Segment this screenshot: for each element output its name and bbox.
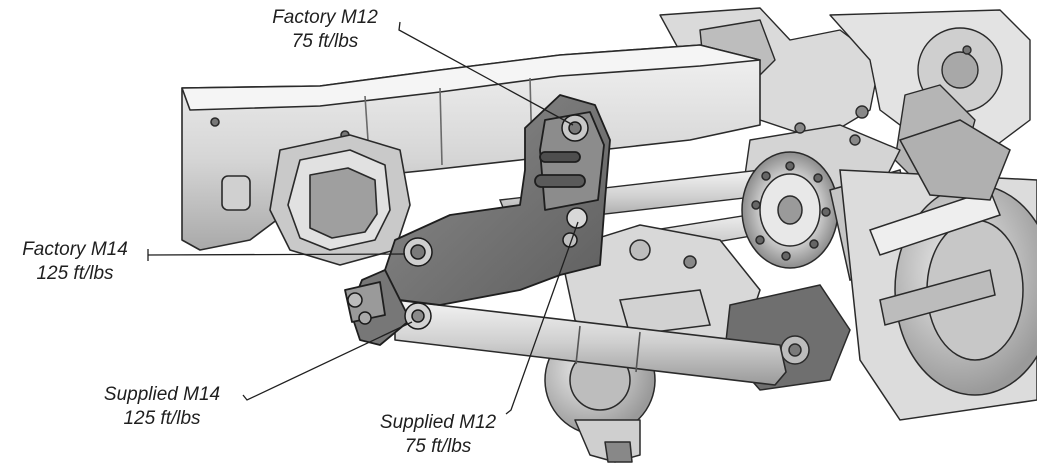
coil-bucket — [269, 134, 411, 266]
lift-bracket — [344, 94, 611, 346]
callout-supplied-m14: Supplied M14 125 ft/lbs — [82, 383, 242, 431]
callout-torque: 125 ft/lbs — [123, 408, 201, 429]
callout-torque: 75 ft/lbs — [404, 436, 472, 457]
leader-supplied-m14 — [242, 321, 413, 401]
frame-rail — [181, 44, 761, 251]
callout-name: Supplied M12 — [379, 412, 497, 433]
hardware — [347, 114, 589, 330]
callout-supplied-m12: Supplied M12 75 ft/lbs — [358, 411, 518, 459]
callout-torque: 125 ft/lbs — [36, 263, 114, 284]
callout-name: Factory M14 — [22, 239, 128, 260]
callout-name: Supplied M14 — [103, 384, 221, 405]
supplied-m12-bolt — [566, 207, 588, 229]
leader-lines — [147, 21, 579, 415]
callout-factory-m12: Factory M12 75 ft/lbs — [250, 6, 400, 54]
brake-assembly — [839, 119, 1037, 421]
leader-factory-m14 — [147, 253, 406, 256]
callout-factory-m14: Factory M14 125 ft/lbs — [0, 238, 150, 286]
leader-factory-m12 — [398, 21, 574, 126]
callout-name: Factory M12 — [272, 7, 378, 28]
callout-torque: 75 ft/lbs — [291, 31, 359, 52]
leader-supplied-m12 — [505, 221, 579, 415]
